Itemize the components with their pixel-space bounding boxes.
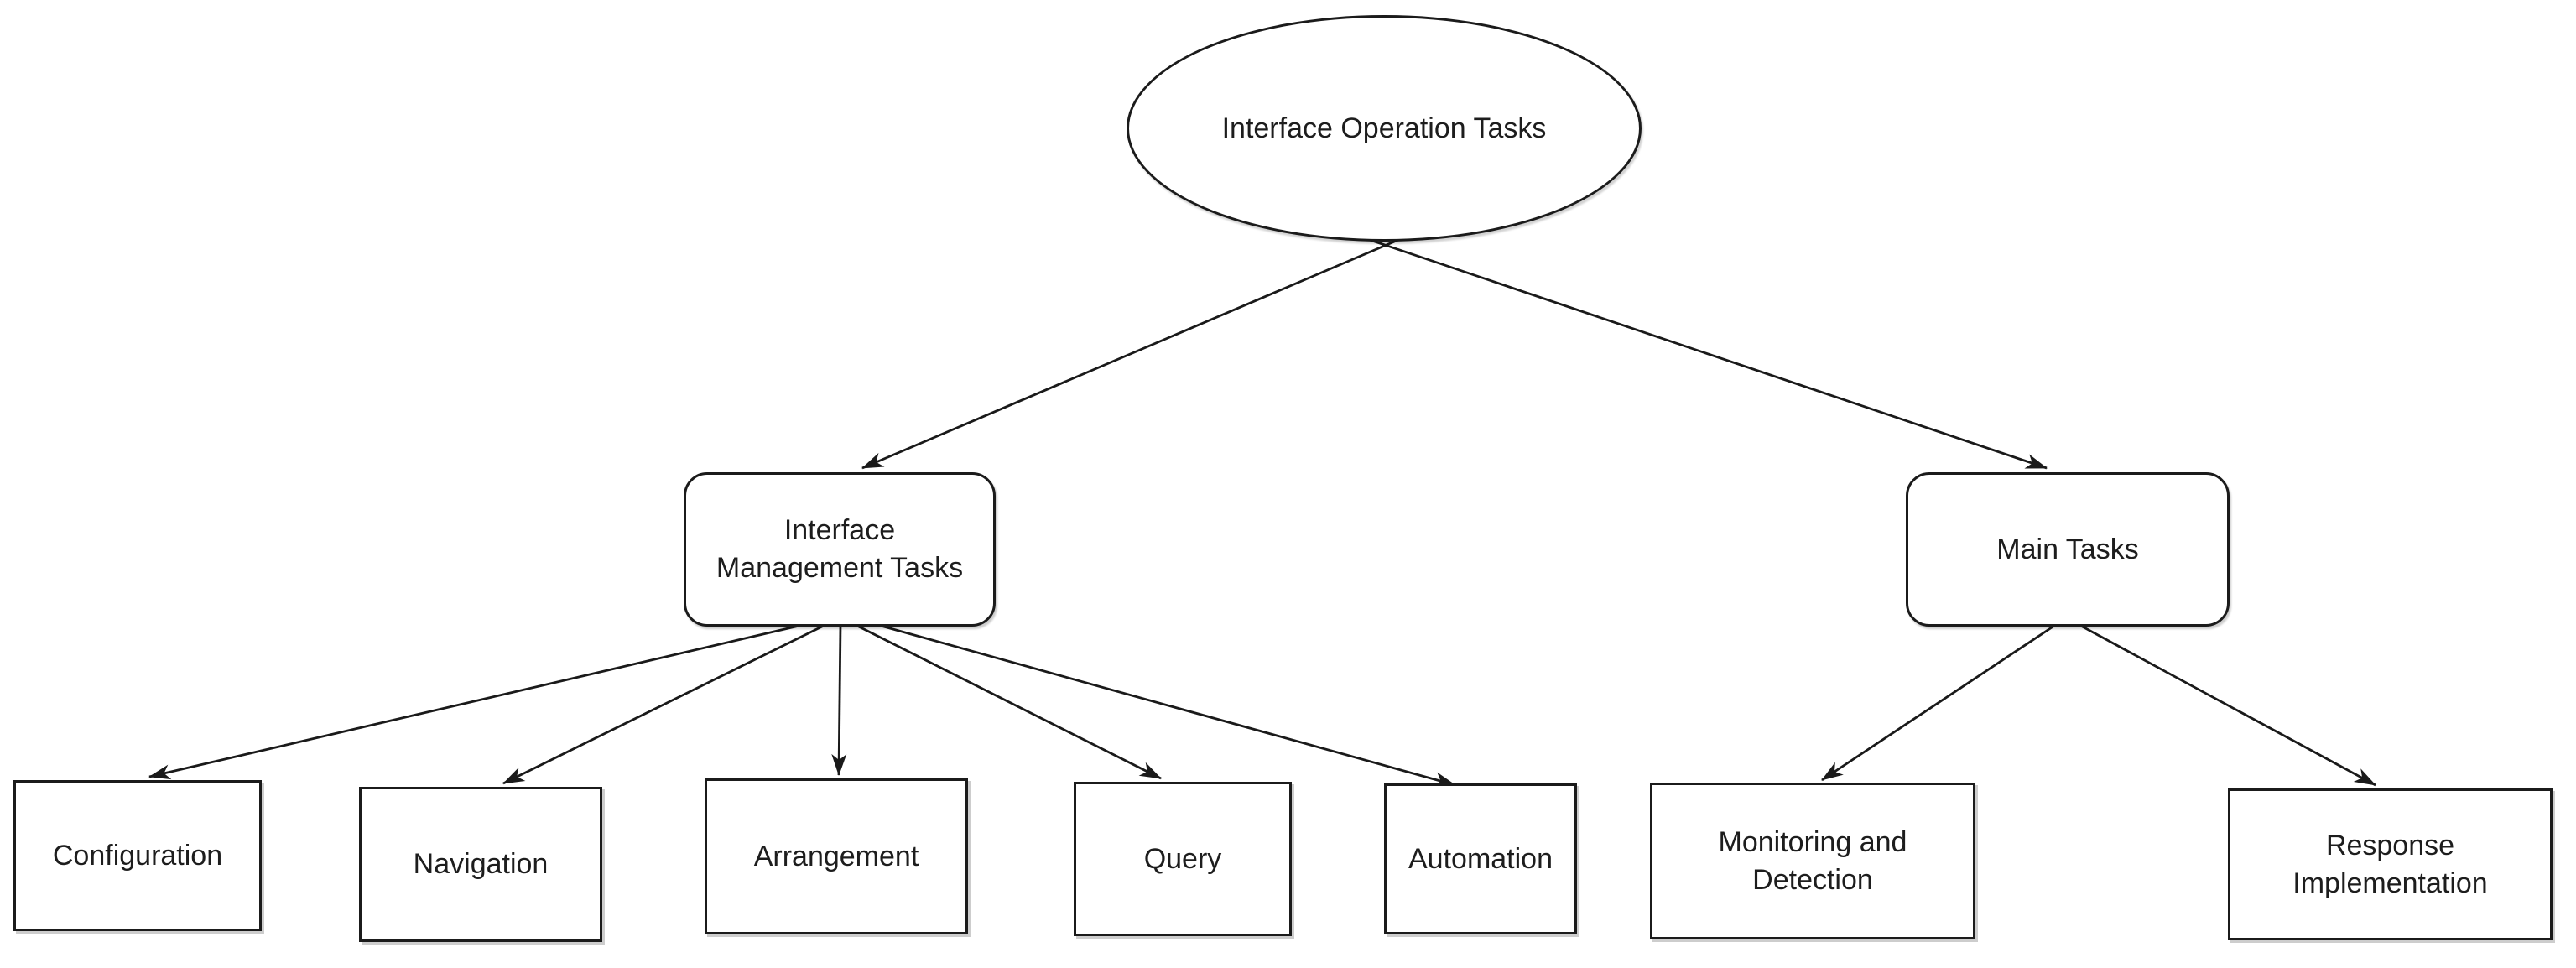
node-main-tasks: Main Tasks: [1906, 472, 2230, 627]
node-arrangement-label: Arrangement: [753, 840, 919, 872]
edge-management-to-configuration: [148, 621, 814, 780]
node-query-label: Query: [1143, 842, 1222, 875]
node-interface-operation-tasks: Interface Operation Tasks: [1127, 15, 1642, 242]
edge-root-to-management: [861, 238, 1399, 470]
node-monitoring-and-detection: Monitoring and Detection: [1650, 783, 1975, 939]
node-configuration-label: Configuration: [52, 839, 223, 872]
node-main-tasks-label: Main Tasks: [1996, 533, 2139, 565]
node-automation-label: Automation: [1408, 842, 1553, 875]
edge-management-to-query: [851, 622, 1162, 780]
node-navigation-label: Navigation: [413, 848, 549, 881]
node-navigation: Navigation: [359, 787, 602, 942]
node-response-implementation-label: Response Implementation: [2292, 829, 2488, 899]
edge-root-to-main: [1369, 238, 2048, 470]
node-monitoring-and-detection-label: Monitoring and Detection: [1718, 825, 1907, 896]
node-arrangement: Arrangement: [705, 778, 968, 934]
node-interface-management-tasks: Interface Management Tasks: [684, 472, 996, 627]
node-interface-operation-tasks-label: Interface Operation Tasks: [1221, 112, 1547, 144]
edge-management-to-arrangement: [831, 623, 847, 776]
edge-management-to-automation: [865, 620, 1456, 787]
edge-main-to-response: [2077, 622, 2376, 787]
node-interface-management-tasks-label: Interface Management Tasks: [716, 514, 964, 584]
edge-main-to-monitoring: [1821, 622, 2058, 782]
node-response-implementation: Response Implementation: [2228, 788, 2553, 940]
node-configuration: Configuration: [13, 780, 262, 931]
node-query: Query: [1074, 782, 1292, 936]
node-automation: Automation: [1384, 783, 1577, 934]
edge-management-to-navigation: [502, 622, 830, 785]
